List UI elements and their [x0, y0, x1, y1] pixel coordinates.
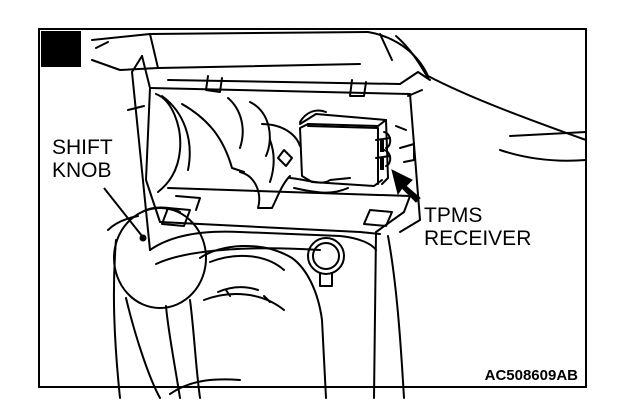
shift-knob-leader-line [103, 187, 143, 237]
shift-knob-leader-dot [139, 234, 147, 242]
receiver-connector-detail [380, 140, 384, 170]
tpms-receiver-label-line2: RECEIVER [424, 227, 531, 250]
panel-letter-badge [41, 31, 81, 67]
shift-knob-label-line2: KNOB [52, 159, 112, 182]
panel-letter: K [52, 34, 71, 64]
shift-knob-label-line1: SHIFT [52, 136, 113, 159]
figure-frame [38, 28, 587, 388]
console-line-art [91, 31, 587, 399]
tpms-receiver-label-line1: TPMS [424, 204, 482, 227]
leader-lines [103, 187, 143, 237]
figure-code: AC508609AB [485, 367, 579, 384]
tpms-receiver-arrow [391, 169, 421, 203]
